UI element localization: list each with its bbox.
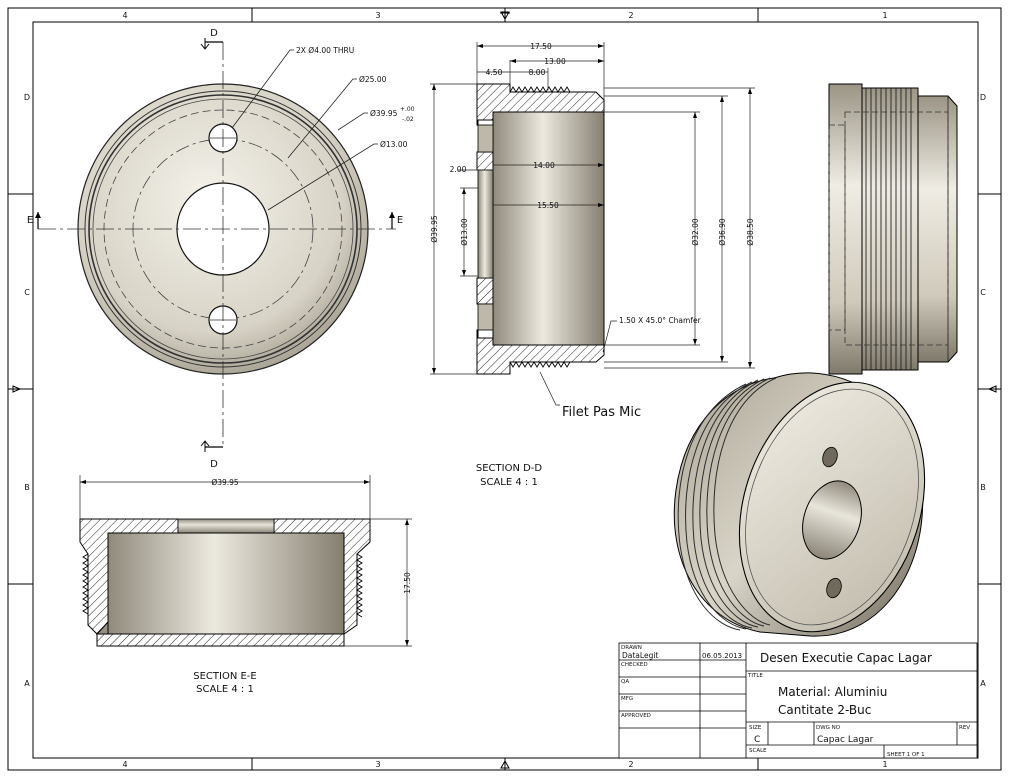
zone-top-3: 3	[375, 11, 380, 20]
tb-approved-label: APPROVED	[621, 713, 651, 719]
tb-size-value: C	[754, 735, 760, 745]
callout-tol-lower: -.02	[402, 116, 414, 123]
tb-size-label: SIZE	[749, 725, 762, 731]
section-marker-e-left: E	[27, 215, 33, 226]
title-block-grid	[618, 642, 978, 759]
dim-d36-90: Ø36.90	[718, 218, 727, 246]
zone-top-4: 4	[122, 11, 127, 20]
zone-top-2: 2	[628, 11, 633, 20]
section-dd-view	[430, 42, 755, 406]
dim-d13-00: Ø13.00	[460, 218, 469, 246]
tb-sheet: SHEET 1 OF 1	[887, 752, 925, 758]
dim-d32-00: Ø32.00	[691, 218, 700, 246]
dim-8-00: 8.00	[529, 68, 546, 77]
center-mark-right	[987, 385, 997, 393]
tb-title-label: TITLE	[747, 673, 763, 679]
tb-dwg-no-label: DWG NO	[816, 725, 841, 731]
center-mark-left	[12, 385, 22, 393]
dim-ee-d39-95: Ø39.95	[211, 478, 239, 487]
zone-right-d: D	[980, 93, 986, 102]
tb-rev-label: REV	[959, 725, 970, 731]
thread-note: Filet Pas Mic	[562, 405, 641, 420]
section-marker-e-right: E	[397, 215, 403, 226]
tb-mfg-label: MFG	[621, 696, 633, 702]
zone-left-c: C	[24, 288, 30, 297]
dim-13-00: 13.00	[544, 57, 566, 66]
dim-d38-50: Ø38.50	[746, 218, 755, 246]
center-mark-bottom	[500, 759, 510, 769]
zone-top-1: 1	[882, 11, 887, 20]
chamfer-note: 1.50 X 45.0° Chamfer	[619, 316, 702, 325]
callout-d25: Ø25.00	[359, 75, 387, 84]
dim-17-50: 17.50	[530, 42, 552, 51]
zone-left-a: A	[24, 679, 30, 688]
section-dd-title: SECTION D-D	[476, 463, 543, 474]
section-marker-d-top: D	[210, 28, 218, 39]
section-marker-d-bottom: D	[210, 459, 218, 470]
zone-labels: 4 3 2 1 4 3 2 1 D C B A D C B A	[24, 11, 986, 769]
callout-holes: 2X Ø4.00 THRU	[296, 46, 354, 55]
tb-drawn-label: DRAWN	[621, 645, 642, 651]
zone-left-b: B	[24, 483, 30, 492]
tb-material: Material: Aluminiu	[778, 685, 887, 699]
callout-tol-upper: +.00	[400, 106, 415, 113]
dim-2-00: 2.00	[450, 165, 467, 174]
zone-right-b: B	[980, 483, 986, 492]
callout-d3995: Ø39.95	[370, 109, 398, 118]
dim-14-00: 14.00	[533, 161, 555, 170]
dim-ee-17-50: 17.50	[403, 572, 412, 594]
section-dd-scale: SCALE 4 : 1	[480, 477, 538, 488]
zone-bottom-2: 2	[628, 760, 633, 769]
section-ee-view	[79, 475, 412, 647]
callout-d13: Ø13.00	[380, 140, 408, 149]
tb-dwg-no: Capac Lagar	[817, 735, 874, 745]
zone-right-a: A	[980, 679, 986, 688]
tb-checked-label: CHECKED	[621, 662, 648, 668]
dim-15-50: 15.50	[537, 201, 559, 210]
section-ee-scale: SCALE 4 : 1	[196, 684, 254, 695]
zone-right-c: C	[980, 288, 986, 297]
zone-bottom-3: 3	[375, 760, 380, 769]
front-view	[35, 38, 396, 452]
dim-4-50: 4.50	[486, 68, 503, 77]
section-ee-title: SECTION E-E	[193, 671, 256, 682]
zone-bottom-1: 1	[882, 760, 887, 769]
isometric-view	[673, 372, 926, 637]
tb-project-title: Desen Executie Capac Lagar	[760, 651, 932, 665]
tb-scale-label: SCALE	[749, 748, 767, 754]
zone-bottom-4: 4	[122, 760, 127, 769]
dim-d39-95: Ø39.95	[430, 215, 439, 243]
tb-drawn-date: 06.05.2013	[702, 652, 742, 660]
tb-quantity: Cantitate 2-Buc	[778, 703, 871, 717]
center-mark-top	[500, 11, 510, 21]
zone-left-d: D	[24, 93, 30, 102]
tb-drawn-by: DataLegit	[622, 651, 658, 660]
side-view	[828, 83, 958, 375]
tb-qa-label: QA	[621, 679, 629, 685]
